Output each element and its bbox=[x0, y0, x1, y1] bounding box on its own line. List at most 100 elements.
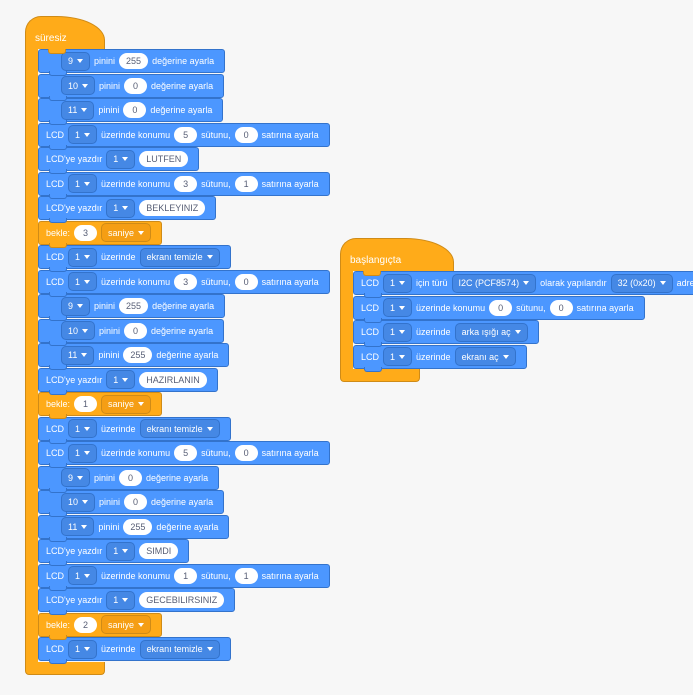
value-input[interactable]: 255 bbox=[119, 298, 149, 314]
lcd-id-dropdown[interactable]: 1 bbox=[106, 149, 136, 169]
lcd-id-dropdown[interactable]: 1 bbox=[68, 247, 98, 267]
value-input[interactable]: 255 bbox=[119, 53, 149, 69]
lcd-id-dropdown[interactable]: 1 bbox=[68, 443, 98, 463]
row-input[interactable]: 1 bbox=[234, 175, 258, 192]
pin-dropdown[interactable]: 9 bbox=[61, 468, 91, 487]
unit-dropdown[interactable]: saniye bbox=[101, 223, 152, 242]
unit-dropdown[interactable]: saniye bbox=[101, 394, 152, 414]
pin-dropdown[interactable]: 11 bbox=[61, 345, 95, 365]
column-input[interactable]: 5 bbox=[174, 126, 198, 143]
value-input[interactable]: 255 bbox=[123, 518, 153, 535]
pin-dropdown[interactable]: 10 bbox=[61, 492, 96, 512]
value-input[interactable]: 0 bbox=[124, 77, 148, 94]
lcd-id-dropdown[interactable]: 1 bbox=[383, 347, 413, 366]
row-input[interactable]: 0 bbox=[234, 273, 258, 290]
duration-input[interactable]: 3 bbox=[74, 224, 98, 241]
lcd-id-dropdown[interactable]: 1 bbox=[68, 272, 98, 291]
row-input[interactable]: 1 bbox=[234, 567, 258, 584]
pin-dropdown[interactable]: 9 bbox=[61, 51, 91, 71]
column-input[interactable]: 3 bbox=[174, 175, 198, 192]
lcd-id-dropdown[interactable]: 1 bbox=[106, 590, 136, 610]
command-dropdown[interactable]: arka ışığı aç bbox=[454, 322, 528, 342]
command-dropdown[interactable]: ekranı aç bbox=[454, 347, 516, 366]
type-dropdown[interactable]: I2C (PCF8574) bbox=[451, 273, 537, 293]
column-input[interactable]: 3 bbox=[174, 273, 198, 290]
text-input[interactable]: HAZIRLANIN bbox=[139, 371, 207, 388]
duration-input[interactable]: 2 bbox=[74, 616, 98, 633]
row-input[interactable]: 0 bbox=[549, 299, 573, 316]
lcd-id-dropdown[interactable]: 1 bbox=[383, 298, 413, 317]
duration-input[interactable]: 1 bbox=[74, 396, 98, 412]
column-input[interactable]: 0 bbox=[489, 299, 513, 316]
pin-dropdown[interactable]: 11 bbox=[61, 517, 95, 536]
value-input[interactable]: 0 bbox=[124, 494, 148, 510]
lcd-id-dropdown[interactable]: 1 bbox=[106, 541, 136, 561]
lcd-id-dropdown[interactable]: 1 bbox=[68, 566, 98, 585]
row-input[interactable]: 0 bbox=[234, 126, 258, 143]
command-dropdown[interactable]: ekranı temizle bbox=[139, 247, 220, 267]
lcd-id-dropdown[interactable]: 1 bbox=[68, 419, 98, 438]
value-input[interactable]: 0 bbox=[123, 102, 147, 118]
command-dropdown[interactable]: ekranı temizle bbox=[139, 639, 220, 659]
column-input[interactable]: 1 bbox=[174, 567, 198, 584]
value-input[interactable]: 0 bbox=[124, 322, 148, 339]
text-input[interactable]: BEKLEYINIZ bbox=[139, 200, 206, 216]
lcd-id-dropdown[interactable]: 1 bbox=[68, 125, 98, 144]
text-input[interactable]: SIMDI bbox=[139, 543, 179, 559]
unit-dropdown[interactable]: saniye bbox=[101, 615, 152, 634]
lcd-id-dropdown[interactable]: 1 bbox=[383, 322, 413, 342]
pin-dropdown[interactable]: 9 bbox=[61, 296, 91, 316]
hat-block-forever-loop[interactable]: süresiz bbox=[25, 16, 105, 49]
pin-dropdown[interactable]: 10 bbox=[61, 76, 96, 95]
lcd-id-dropdown[interactable]: 1 bbox=[106, 370, 136, 389]
address-dropdown[interactable]: 32 (0x20) bbox=[610, 273, 673, 293]
pin-dropdown[interactable]: 11 bbox=[61, 100, 95, 120]
lcd-id-dropdown[interactable]: 1 bbox=[68, 174, 98, 193]
lcd-id-dropdown[interactable]: 1 bbox=[106, 198, 136, 218]
hat-block-on-start[interactable]: başlangıçta bbox=[340, 238, 454, 271]
text-input[interactable]: LUTFEN bbox=[139, 151, 189, 167]
dropdown-value: I2C (PCF8574) bbox=[458, 278, 520, 288]
column-input[interactable]: 5 bbox=[174, 445, 198, 461]
lcd-id-dropdown[interactable]: 1 bbox=[68, 639, 98, 659]
value-input[interactable]: 0 bbox=[119, 469, 143, 486]
text-input[interactable]: GECEBILIRSINIZ bbox=[139, 592, 225, 608]
command-dropdown[interactable]: ekranı temizle bbox=[139, 419, 220, 438]
value-input[interactable]: 255 bbox=[123, 347, 153, 363]
pin-dropdown[interactable]: 10 bbox=[61, 321, 96, 340]
row-input[interactable]: 0 bbox=[234, 445, 258, 461]
lcd-id-dropdown[interactable]: 1 bbox=[383, 273, 413, 293]
